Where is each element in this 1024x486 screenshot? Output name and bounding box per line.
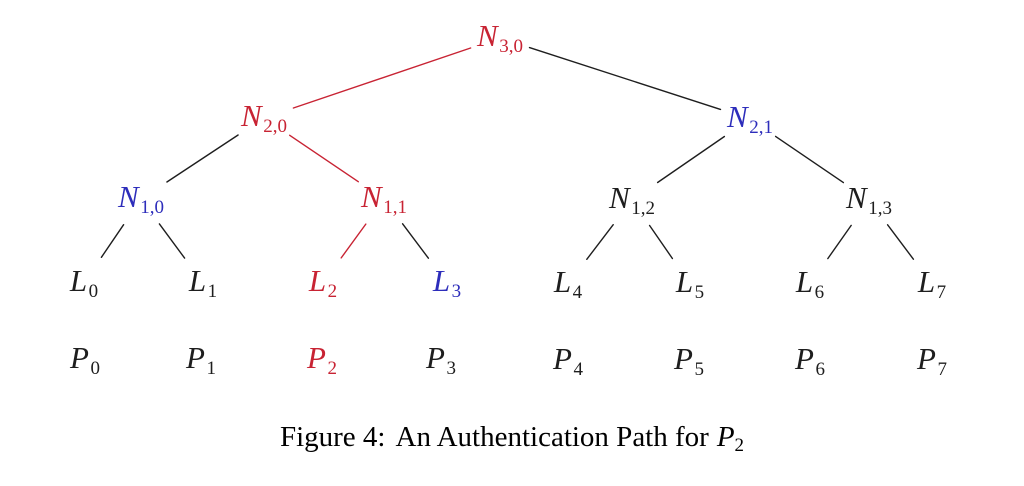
node-label-subscript: 1	[207, 281, 218, 302]
node-label-subscript: 5	[694, 282, 705, 303]
tree-node-P3: P3	[426, 342, 456, 378]
tree-node-L0: L0	[70, 265, 98, 301]
tree-edge-N30-N21	[528, 46, 722, 111]
node-label-main: P	[674, 341, 694, 376]
tree-node-N21: N2,1	[727, 101, 773, 137]
node-label-subscript: 2,1	[749, 117, 773, 138]
node-label-subscript: 0	[90, 358, 100, 379]
tree-node-N20: N2,0	[241, 100, 287, 136]
node-label-main: N	[118, 179, 140, 214]
node-label-subscript: 7	[937, 359, 947, 380]
node-label-main: N	[361, 179, 383, 214]
node-label-subscript: 0	[88, 281, 99, 302]
node-label-main: L	[308, 263, 327, 298]
tree-edge-N13-L7	[886, 224, 915, 260]
node-label-main: L	[553, 264, 572, 299]
node-label-main: L	[432, 263, 451, 298]
node-label-main: L	[795, 264, 814, 299]
tree-node-L2: L2	[309, 265, 337, 301]
node-label-main: P	[70, 340, 90, 375]
caption-prefix: Figure 4:	[279, 421, 386, 453]
node-label-main: L	[69, 263, 88, 298]
tree-node-L6: L6	[796, 266, 824, 302]
tree-node-N11: N1,1	[361, 181, 407, 217]
node-label-main: P	[917, 341, 937, 376]
node-label-subscript: 2	[327, 281, 338, 302]
node-label-main: L	[917, 264, 936, 299]
tree-edge-N11-L2	[340, 223, 367, 259]
tree-node-N13: N1,3	[846, 182, 892, 218]
tree-node-N10: N1,0	[118, 181, 164, 217]
tree-edge-N10-L0	[100, 223, 125, 258]
tree-node-P0: P0	[70, 342, 100, 378]
tree-node-L1: L1	[189, 265, 217, 301]
tree-edge-N10-L1	[158, 223, 186, 259]
node-label-subscript: 1,2	[631, 198, 655, 219]
tree-node-N12: N1,2	[609, 182, 655, 218]
tree-edge-N13-L6	[827, 224, 852, 260]
caption-subject-subscript: 2	[734, 435, 745, 456]
tree-node-P1: P1	[186, 342, 216, 378]
node-label-main: P	[553, 341, 573, 376]
node-label-subscript: 3	[446, 358, 456, 379]
tree-node-L5: L5	[676, 266, 704, 302]
node-label-main: P	[795, 341, 815, 376]
node-label-subscript: 2	[327, 358, 337, 379]
tree-edge-N21-N13	[774, 135, 845, 184]
tree-node-N30: N3,0	[477, 20, 523, 56]
tree-edge-N20-N11	[289, 134, 359, 183]
tree-edge-N21-N12	[656, 135, 726, 184]
tree-edge-N12-L4	[586, 223, 614, 260]
node-label-main: N	[241, 98, 263, 133]
node-label-subscript: 1,3	[868, 198, 892, 219]
tree-node-P2: P2	[307, 342, 337, 378]
node-label-main: L	[675, 264, 694, 299]
node-label-subscript: 5	[694, 359, 704, 380]
tree-node-L7: L7	[918, 266, 946, 302]
tree-edge-N11-L3	[401, 223, 430, 259]
tree-node-L4: L4	[554, 266, 582, 302]
node-label-main: N	[609, 180, 631, 215]
node-label-subscript: 3	[451, 281, 462, 302]
node-label-subscript: 1	[206, 358, 216, 379]
tree-edge-N12-L5	[648, 224, 674, 260]
node-label-subscript: 1,1	[383, 197, 407, 218]
caption-subject: P	[716, 421, 735, 453]
node-label-subscript: 6	[815, 359, 825, 380]
node-label-subscript: 7	[936, 282, 947, 303]
tree-node-P4: P4	[553, 343, 583, 379]
tree-node-P6: P6	[795, 343, 825, 379]
tree-node-P7: P7	[917, 343, 947, 379]
node-label-main: L	[188, 263, 207, 298]
node-label-main: N	[727, 99, 749, 134]
tree-node-L3: L3	[433, 265, 461, 301]
tree-node-P5: P5	[674, 343, 704, 379]
node-label-main: P	[307, 340, 327, 375]
node-label-main: N	[477, 18, 499, 53]
node-label-subscript: 3,0	[499, 36, 523, 57]
node-label-main: N	[846, 180, 868, 215]
tree-edge-N20-N10	[166, 134, 239, 183]
node-label-main: P	[186, 340, 206, 375]
node-label-main: P	[426, 340, 446, 375]
node-label-subscript: 6	[814, 282, 825, 303]
node-label-subscript: 4	[572, 282, 583, 303]
tree-edge-N30-N20	[292, 47, 472, 109]
caption-body: An Authentication Path for	[395, 421, 709, 453]
node-label-subscript: 2,0	[263, 116, 287, 137]
node-label-subscript: 1,0	[140, 197, 164, 218]
node-label-subscript: 4	[573, 359, 583, 380]
